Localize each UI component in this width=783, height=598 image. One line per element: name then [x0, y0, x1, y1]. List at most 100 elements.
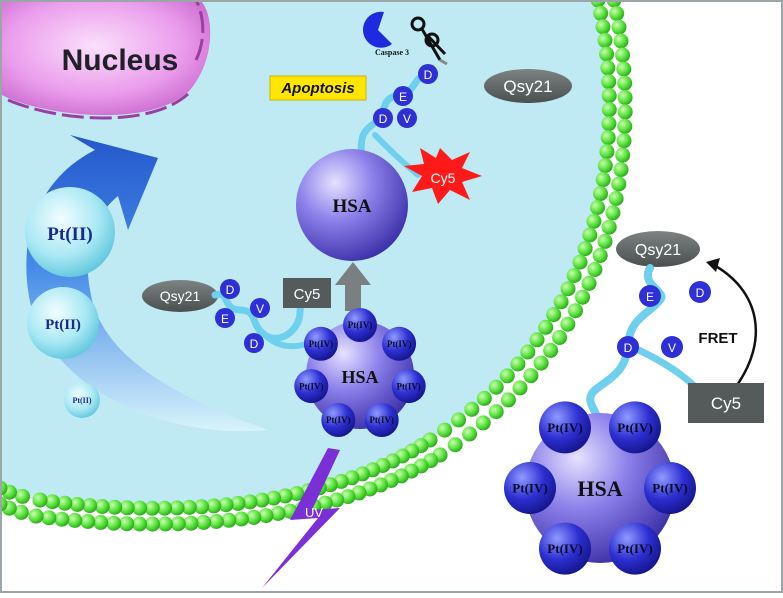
svg-text:V: V	[403, 112, 411, 126]
residue-v: V	[250, 298, 270, 318]
membrane-bead	[80, 514, 96, 529]
svg-text:V: V	[256, 302, 264, 316]
cy5-label: Cy5	[431, 170, 456, 186]
pt4-label: Pt(IV)	[547, 541, 582, 556]
residue-d: D	[220, 279, 240, 299]
pt4-bead: Pt(IV)	[609, 522, 661, 575]
membrane-bead	[538, 319, 554, 335]
membrane-bead	[329, 492, 345, 508]
membrane-bead	[119, 500, 135, 516]
membrane-bead	[595, 19, 611, 35]
qsy21-fret: Qsy21	[616, 231, 700, 267]
membrane-bead	[560, 316, 576, 332]
qsy21-bound: Qsy21	[142, 280, 218, 312]
membrane-bead	[157, 500, 173, 516]
cy5-fret: Cy5	[688, 383, 764, 423]
membrane-bead	[510, 356, 526, 372]
membrane-bead	[601, 74, 617, 90]
residue-v: V	[397, 108, 417, 128]
membrane-bead	[437, 422, 453, 438]
membrane-bead	[475, 415, 491, 431]
membrane-bead	[600, 130, 616, 146]
cy5-emission-star: Cy5	[404, 148, 482, 204]
pt4-label: Pt(IV)	[652, 481, 687, 496]
pt4-label: Pt(IV)	[326, 415, 351, 425]
membrane-bead	[317, 495, 333, 511]
membrane-bead	[488, 379, 504, 395]
qsy21-label: Qsy21	[160, 288, 201, 304]
membrane-bead	[289, 486, 305, 501]
residue-e: E	[393, 86, 413, 106]
membrane-bead	[340, 489, 356, 505]
residue-d: D	[617, 336, 639, 358]
svg-text:D: D	[624, 341, 633, 355]
pt4-label: Pt(IV)	[387, 339, 412, 349]
membrane-bead	[170, 516, 186, 532]
apoptosis-tag: Apoptosis	[269, 75, 367, 101]
membrane-bead	[617, 118, 633, 134]
nucleus: Nucleus	[0, 0, 211, 120]
residue-d: D	[244, 333, 264, 353]
membrane-bead	[270, 506, 286, 521]
membrane-bead	[601, 88, 617, 104]
membrane-bead	[601, 219, 617, 235]
cy5-label: Cy5	[711, 394, 741, 413]
membrane-bead	[144, 500, 160, 516]
uv-label: UV	[305, 505, 323, 520]
membrane-bead	[552, 329, 567, 345]
qsy21-label: Qsy21	[635, 242, 681, 259]
membrane-bead	[560, 281, 576, 297]
membrane-bead	[611, 19, 627, 35]
cy5-label: Cy5	[294, 286, 321, 303]
membrane-bead	[221, 512, 237, 528]
membrane-bead	[44, 494, 60, 510]
membrane-bead	[69, 497, 85, 512]
pt4-bead: Pt(IV)	[504, 462, 556, 514]
membrane-bead	[608, 191, 624, 206]
membrane-bead	[613, 33, 629, 49]
membrane-bead	[597, 158, 613, 174]
membrane-bead	[595, 172, 611, 188]
pt2-sphere-large: Pt(II)	[25, 187, 115, 277]
pt4-label: Pt(IV)	[309, 339, 334, 349]
membrane-bead	[476, 390, 492, 406]
svg-text:D: D	[226, 283, 235, 297]
membrane-bead	[533, 355, 549, 371]
residue-d: D	[418, 64, 438, 84]
residue-e: E	[639, 285, 661, 307]
membrane-bead	[553, 294, 569, 310]
pt2-sphere-medium: Pt(II)	[27, 287, 99, 359]
membrane-bead	[57, 495, 73, 511]
membrane-bead	[15, 488, 30, 504]
nucleus-label: Nucleus	[62, 44, 179, 77]
membrane-bead	[145, 516, 160, 532]
membrane-bead	[592, 248, 608, 263]
hsa-label: HSA	[341, 367, 378, 387]
pt4-label: Pt(IV)	[299, 381, 324, 391]
fret-arrow	[711, 262, 758, 389]
membrane-bead	[597, 32, 613, 48]
membrane-bead	[500, 392, 516, 408]
hsa-released: HSA	[296, 149, 408, 261]
pt4-bead: Pt(IV)	[382, 326, 417, 361]
membrane-bead	[246, 509, 262, 525]
svg-text:D: D	[379, 112, 388, 126]
membrane-bead	[586, 213, 602, 229]
release-arrow	[335, 262, 371, 311]
membrane-bead	[447, 437, 463, 453]
membrane-bead	[605, 205, 621, 221]
membrane-bead	[600, 60, 616, 76]
membrane-bead	[451, 412, 467, 428]
membrane-bead	[575, 289, 590, 305]
membrane-bead	[208, 514, 224, 529]
pt4-label: Pt(IV)	[617, 420, 652, 435]
membrane-bead	[617, 90, 633, 105]
membrane-bead	[206, 498, 222, 514]
apoptosis-label: Apoptosis	[280, 80, 354, 97]
membrane-bead	[529, 332, 545, 348]
membrane-bead	[67, 512, 83, 528]
pt4-bead: Pt(IV)	[303, 326, 338, 361]
hsa-pt4-complex: Pt(IV)Pt(IV)Pt(IV)Pt(IV)Pt(IV)Pt(IV)Pt(I…	[294, 308, 426, 437]
residue-v: V	[661, 336, 683, 358]
pt4-bead: Pt(IV)	[321, 403, 356, 437]
